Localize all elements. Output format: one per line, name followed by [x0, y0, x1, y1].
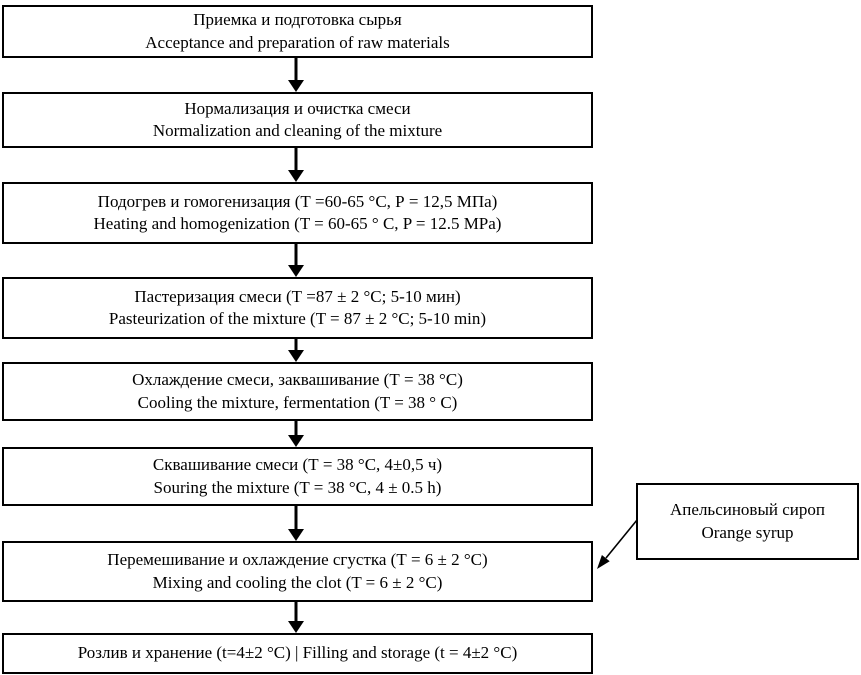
step-text-en: Pasteurization of the mixture (T = 87 ± …	[108, 309, 487, 328]
step-text-en: Mixing and cooling the clot (T = 6 ± 2 °…	[152, 572, 443, 592]
flow-arrow-2	[288, 148, 304, 182]
step-text-ru: Сквашивание смеси (Т = 38 °С, 4±0,5 ч)	[152, 455, 443, 475]
step-text-ru-en: Розлив и хранение (t=4±2 °С) | Filling a…	[77, 643, 518, 663]
flow-arrow-5	[288, 421, 304, 447]
step-text-en: Normalization and cleaning of the mixtur…	[152, 121, 443, 140]
input-text-ru: Апельсиновый сироп	[670, 500, 825, 520]
step-box-heating-homogenization: Подогрев и гомогенизация (Т =60-65 °С, Р…	[2, 182, 593, 244]
step-box-cooling-fermentation: Охлаждение смеси, заквашивание (Т = 38 °…	[2, 362, 593, 421]
step-text-ru: Охлаждение смеси, заквашивание (Т = 38 °…	[132, 370, 463, 390]
step-text-en: Acceptance and preparation of raw materi…	[145, 32, 450, 52]
step-text-ru: Нормализация и очистка смеси	[184, 98, 411, 118]
flow-arrow-4	[288, 339, 304, 362]
step-box-souring: Сквашивание смеси (Т = 38 °С, 4±0,5 ч) S…	[2, 447, 593, 506]
step-text-ru: Приемка и подготовка сырья	[193, 10, 402, 30]
input-text-en: Orange syrup	[701, 522, 794, 542]
step-text-en: Heating and homogenization (T = 60-65 ° …	[93, 214, 502, 233]
step-text-ru: Пастеризация смеси (Т =87 ± 2 °С; 5-10 м…	[134, 286, 461, 306]
step-text-en: Souring the mixture (T = 38 °C, 4 ± 0.5 …	[153, 477, 442, 497]
step-box-normalization: Нормализация и очистка смеси Normalizati…	[2, 92, 593, 148]
flow-arrow-6	[288, 506, 304, 541]
flow-arrow-3	[288, 244, 304, 277]
step-text-en: Cooling the mixture, fermentation (T = 3…	[137, 392, 458, 412]
step-text-ru: Перемешивание и охлаждение сгустка (Т = …	[107, 550, 488, 570]
syrup-input-arrow	[597, 519, 638, 569]
step-text-ru: Подогрев и гомогенизация (Т =60-65 °С, Р…	[97, 191, 498, 211]
flow-arrow-7	[288, 602, 304, 633]
input-box-orange-syrup: Апельсиновый сироп Orange syrup	[636, 483, 859, 560]
step-box-pasteurization: Пастеризация смеси (Т =87 ± 2 °С; 5-10 м…	[2, 277, 593, 339]
step-box-filling-storage: Розлив и хранение (t=4±2 °С) | Filling a…	[2, 633, 593, 674]
flow-arrow-1	[288, 57, 304, 92]
step-box-acceptance: Приемка и подготовка сырья Acceptance an…	[2, 5, 593, 58]
step-box-mixing-cooling-clot: Перемешивание и охлаждение сгустка (Т = …	[2, 541, 593, 602]
